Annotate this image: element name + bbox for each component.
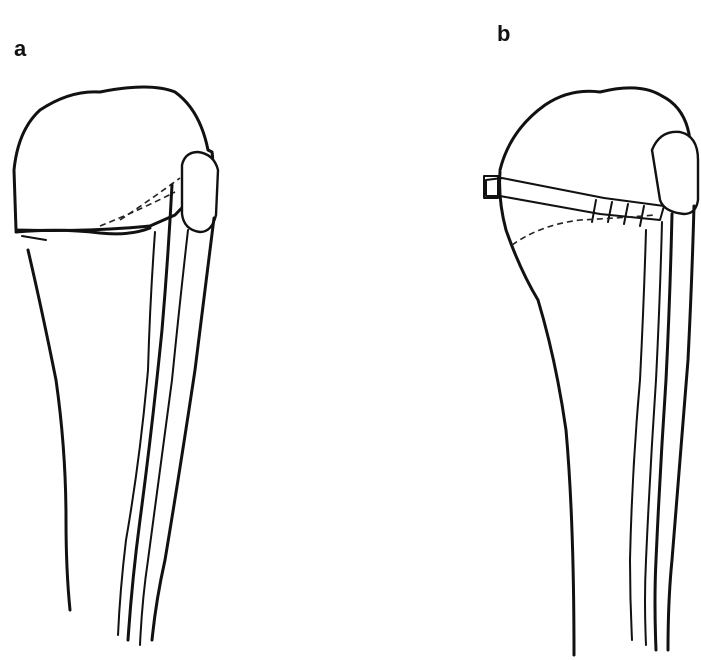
panel-a-drawing: [14, 87, 218, 645]
panel-b-fibular-head: [652, 132, 698, 214]
panel-b-shaft-line-1: [630, 230, 646, 640]
panel-b-tibia-left-edge: [500, 172, 574, 655]
panel-b-drawing: [484, 88, 698, 655]
panel-b-fibula-line-2: [668, 206, 694, 650]
panel-a-tibia-left-edge: [28, 250, 70, 610]
panel-a-shaft-line-2: [128, 185, 172, 640]
panel-a-notch: [22, 236, 46, 240]
panel-b-shaft-line-2: [645, 222, 662, 645]
panel-b-screw: [486, 178, 664, 220]
panel-b-dashed-line: [512, 215, 655, 245]
